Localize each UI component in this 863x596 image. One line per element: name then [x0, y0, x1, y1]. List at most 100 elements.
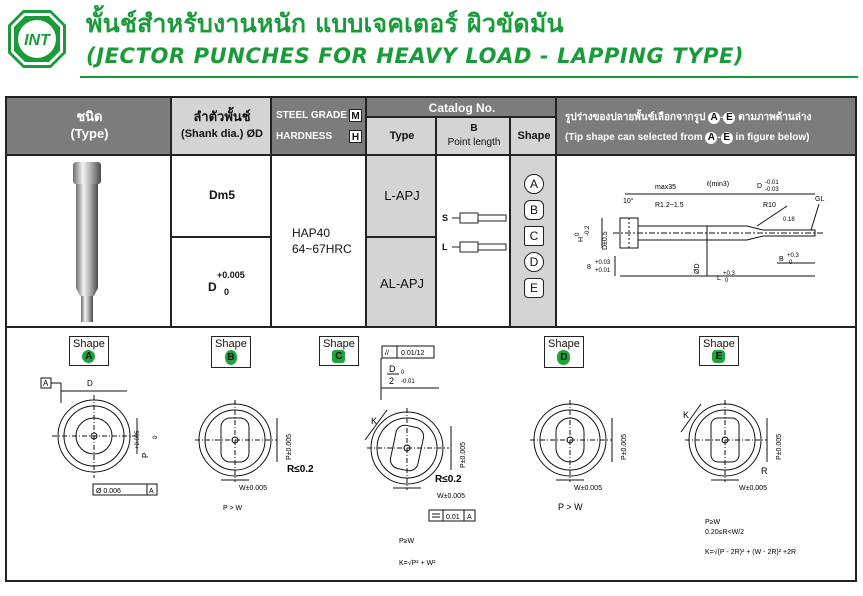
shape-c-flat-ref: A: [467, 514, 472, 521]
shape-c-p: P±0.005: [460, 442, 467, 468]
dim-r10: R10: [763, 202, 776, 209]
dim-max35: max35: [655, 184, 676, 191]
shape-a-p-lower: 0: [153, 435, 159, 439]
shape-b-letter: B: [224, 350, 237, 365]
shape-a-label: Shape A: [69, 336, 109, 366]
shape-c-r: R≤0.2: [435, 474, 462, 485]
shape-d-letter: D: [557, 350, 571, 365]
shape-e-w: W±0.005: [739, 485, 767, 492]
b-label: B: [470, 123, 478, 134]
header-type-th: ชนิด: [76, 109, 103, 124]
shape-b-r: R≤0.2: [287, 464, 314, 475]
shape-c-note1: P≥W: [399, 538, 415, 545]
header-shank-en: (Shank dia.) ØD: [181, 128, 263, 140]
shape-a-conc: Ø 0.006: [96, 488, 121, 495]
shape-b-note: P > W: [223, 505, 243, 512]
dim-angle: 10°: [623, 197, 634, 205]
type-alapj[interactable]: AL-APJ: [379, 276, 425, 291]
shape-a-drawing: A D P +0.005 0 Ø 0.006 A: [40, 377, 159, 496]
shape-c-flat: 0.01: [446, 514, 460, 521]
header-type: ชนิด (Type): [6, 97, 171, 155]
shank-d-upper: +0.005: [217, 270, 245, 280]
dim-l-upper: +0.3: [723, 271, 736, 277]
shape-a-p-upper: +0.005: [135, 430, 141, 449]
punch-photo-cell: [6, 155, 171, 327]
tip-en-start: (Tip shape can selected from: [565, 132, 703, 143]
dim-l: L: [717, 275, 721, 282]
header-type2: Type: [366, 117, 436, 155]
point-l[interactable]: L: [442, 242, 448, 252]
header: INT พั้นช์สำหรับงานหนัก แบบเจคเตอร์ ผิวข…: [0, 0, 863, 78]
shape-c-d-lower: -0.01: [401, 379, 415, 385]
header-shank-th: ลำตัวพั้นช์: [193, 109, 251, 124]
shape-letter-e[interactable]: E: [524, 278, 544, 298]
shape-d-w: W±0.005: [574, 485, 602, 492]
dim-r12: R1.2~1.5: [655, 202, 684, 209]
title-thai: พั้นช์สำหรับงานหนัก แบบเจคเตอร์ ผิวขัดมั…: [86, 9, 564, 38]
dim-b-upper: +0.3: [787, 253, 800, 259]
shape-c-w: W±0.005: [437, 493, 465, 500]
shape-letters-cell: A B C D E: [510, 155, 556, 327]
material-cell: HAP40 64~67HRC: [271, 155, 366, 327]
shape-c-drawing: // 0.01/12 D 2 0 -0.01 K P±0.005 R≤0.2 W…: [364, 345, 476, 567]
dimension-drawing-cell: max35 ℓ(min3) D -0.01 -0.03 10° R1.2~1.5…: [556, 155, 856, 327]
tip-from-th: A: [708, 112, 721, 124]
tip-th-end: ตามภาพด้านล่าง: [738, 112, 812, 123]
steel-grade-label: STEEL GRADE: [276, 110, 347, 121]
point-s[interactable]: S: [442, 213, 449, 223]
punch-photo: [73, 162, 101, 322]
dim-b-lower: 0: [789, 260, 793, 266]
dimension-drawing: max35 ℓ(min3) D -0.01 -0.03 10° R1.2~1.5…: [575, 180, 825, 284]
shape-d-p: P±0.005: [621, 434, 628, 460]
shape-c-formula: K=√P² + W²: [399, 559, 436, 567]
dim-018: 0.18: [783, 217, 795, 223]
shape-d-drawing: P±0.005 W±0.005 P > W: [530, 400, 628, 512]
shape-c-par: //: [385, 350, 389, 357]
dim-h-upper: 0: [575, 232, 581, 236]
int-logo: INT: [8, 10, 66, 68]
tip-th-text: รูปร่างของปลายพั้นช์เลือกจากรูป: [565, 112, 706, 123]
dim-dpm: D±0.5: [602, 231, 609, 250]
shape-e-note1: P≥W: [705, 519, 721, 526]
shape-d-word: Shape: [548, 338, 580, 350]
tip-from-en: A: [705, 132, 718, 144]
tip-to-th: E: [723, 112, 736, 124]
header-catalog: Catalog No.: [366, 97, 556, 117]
shape-e-word: Shape: [703, 338, 735, 350]
hardness-value: 64~67HRC: [292, 242, 352, 256]
shape-c-label: Shape C: [319, 336, 359, 366]
dim-lmin: ℓ(min3): [706, 181, 729, 188]
shape-letter-b[interactable]: B: [524, 200, 544, 220]
shape-a-word: Shape: [73, 338, 105, 350]
shape-d-label: Shape D: [544, 336, 584, 368]
dim-b: B: [779, 256, 784, 263]
tip-th: รูปร่างของปลายพั้นช์เลือกจากรูป A-E ตามภ…: [565, 112, 812, 124]
shape-c-d: D: [389, 364, 396, 374]
hardness-key: H: [349, 130, 362, 143]
shape-col-label: Shape: [517, 130, 551, 142]
title-rule: [80, 76, 858, 78]
shape-b-w: W±0.005: [239, 485, 267, 492]
shape-c-letter: C: [332, 350, 346, 363]
catalog-no-label: Catalog No.: [428, 101, 496, 115]
shape-e-r: R: [761, 466, 768, 476]
dim-8-upper: +0.03: [595, 260, 611, 266]
shank-d-lower: 0: [224, 287, 230, 297]
dim-l-lower: 0: [725, 278, 729, 284]
steel-grade-key: M: [349, 109, 362, 122]
shape-c-word: Shape: [323, 338, 355, 350]
shape-b-label: Shape B: [211, 336, 251, 368]
shape-b-word: Shape: [215, 338, 247, 350]
shape-letter-d[interactable]: D: [524, 252, 544, 272]
shank-dm5-cell: Dm5: [171, 155, 271, 237]
title-english: (JECTOR PUNCHES FOR HEAVY LOAD - LAPPING…: [86, 44, 745, 68]
spec-table: ชนิด (Type) ลำตัวพั้นช์ (Shank dia.) ØD …: [5, 96, 857, 582]
shape-a-letter: A: [82, 350, 96, 363]
dim-phid: ØD: [694, 264, 701, 275]
shape-letter-a[interactable]: A: [524, 174, 544, 194]
shape-letter-c[interactable]: C: [524, 226, 544, 246]
tip-to-en: E: [720, 132, 733, 144]
shape-e-k: K: [683, 410, 689, 420]
type-lapj[interactable]: L-APJ: [384, 188, 420, 203]
shape-c-d-upper: 0: [401, 370, 405, 376]
